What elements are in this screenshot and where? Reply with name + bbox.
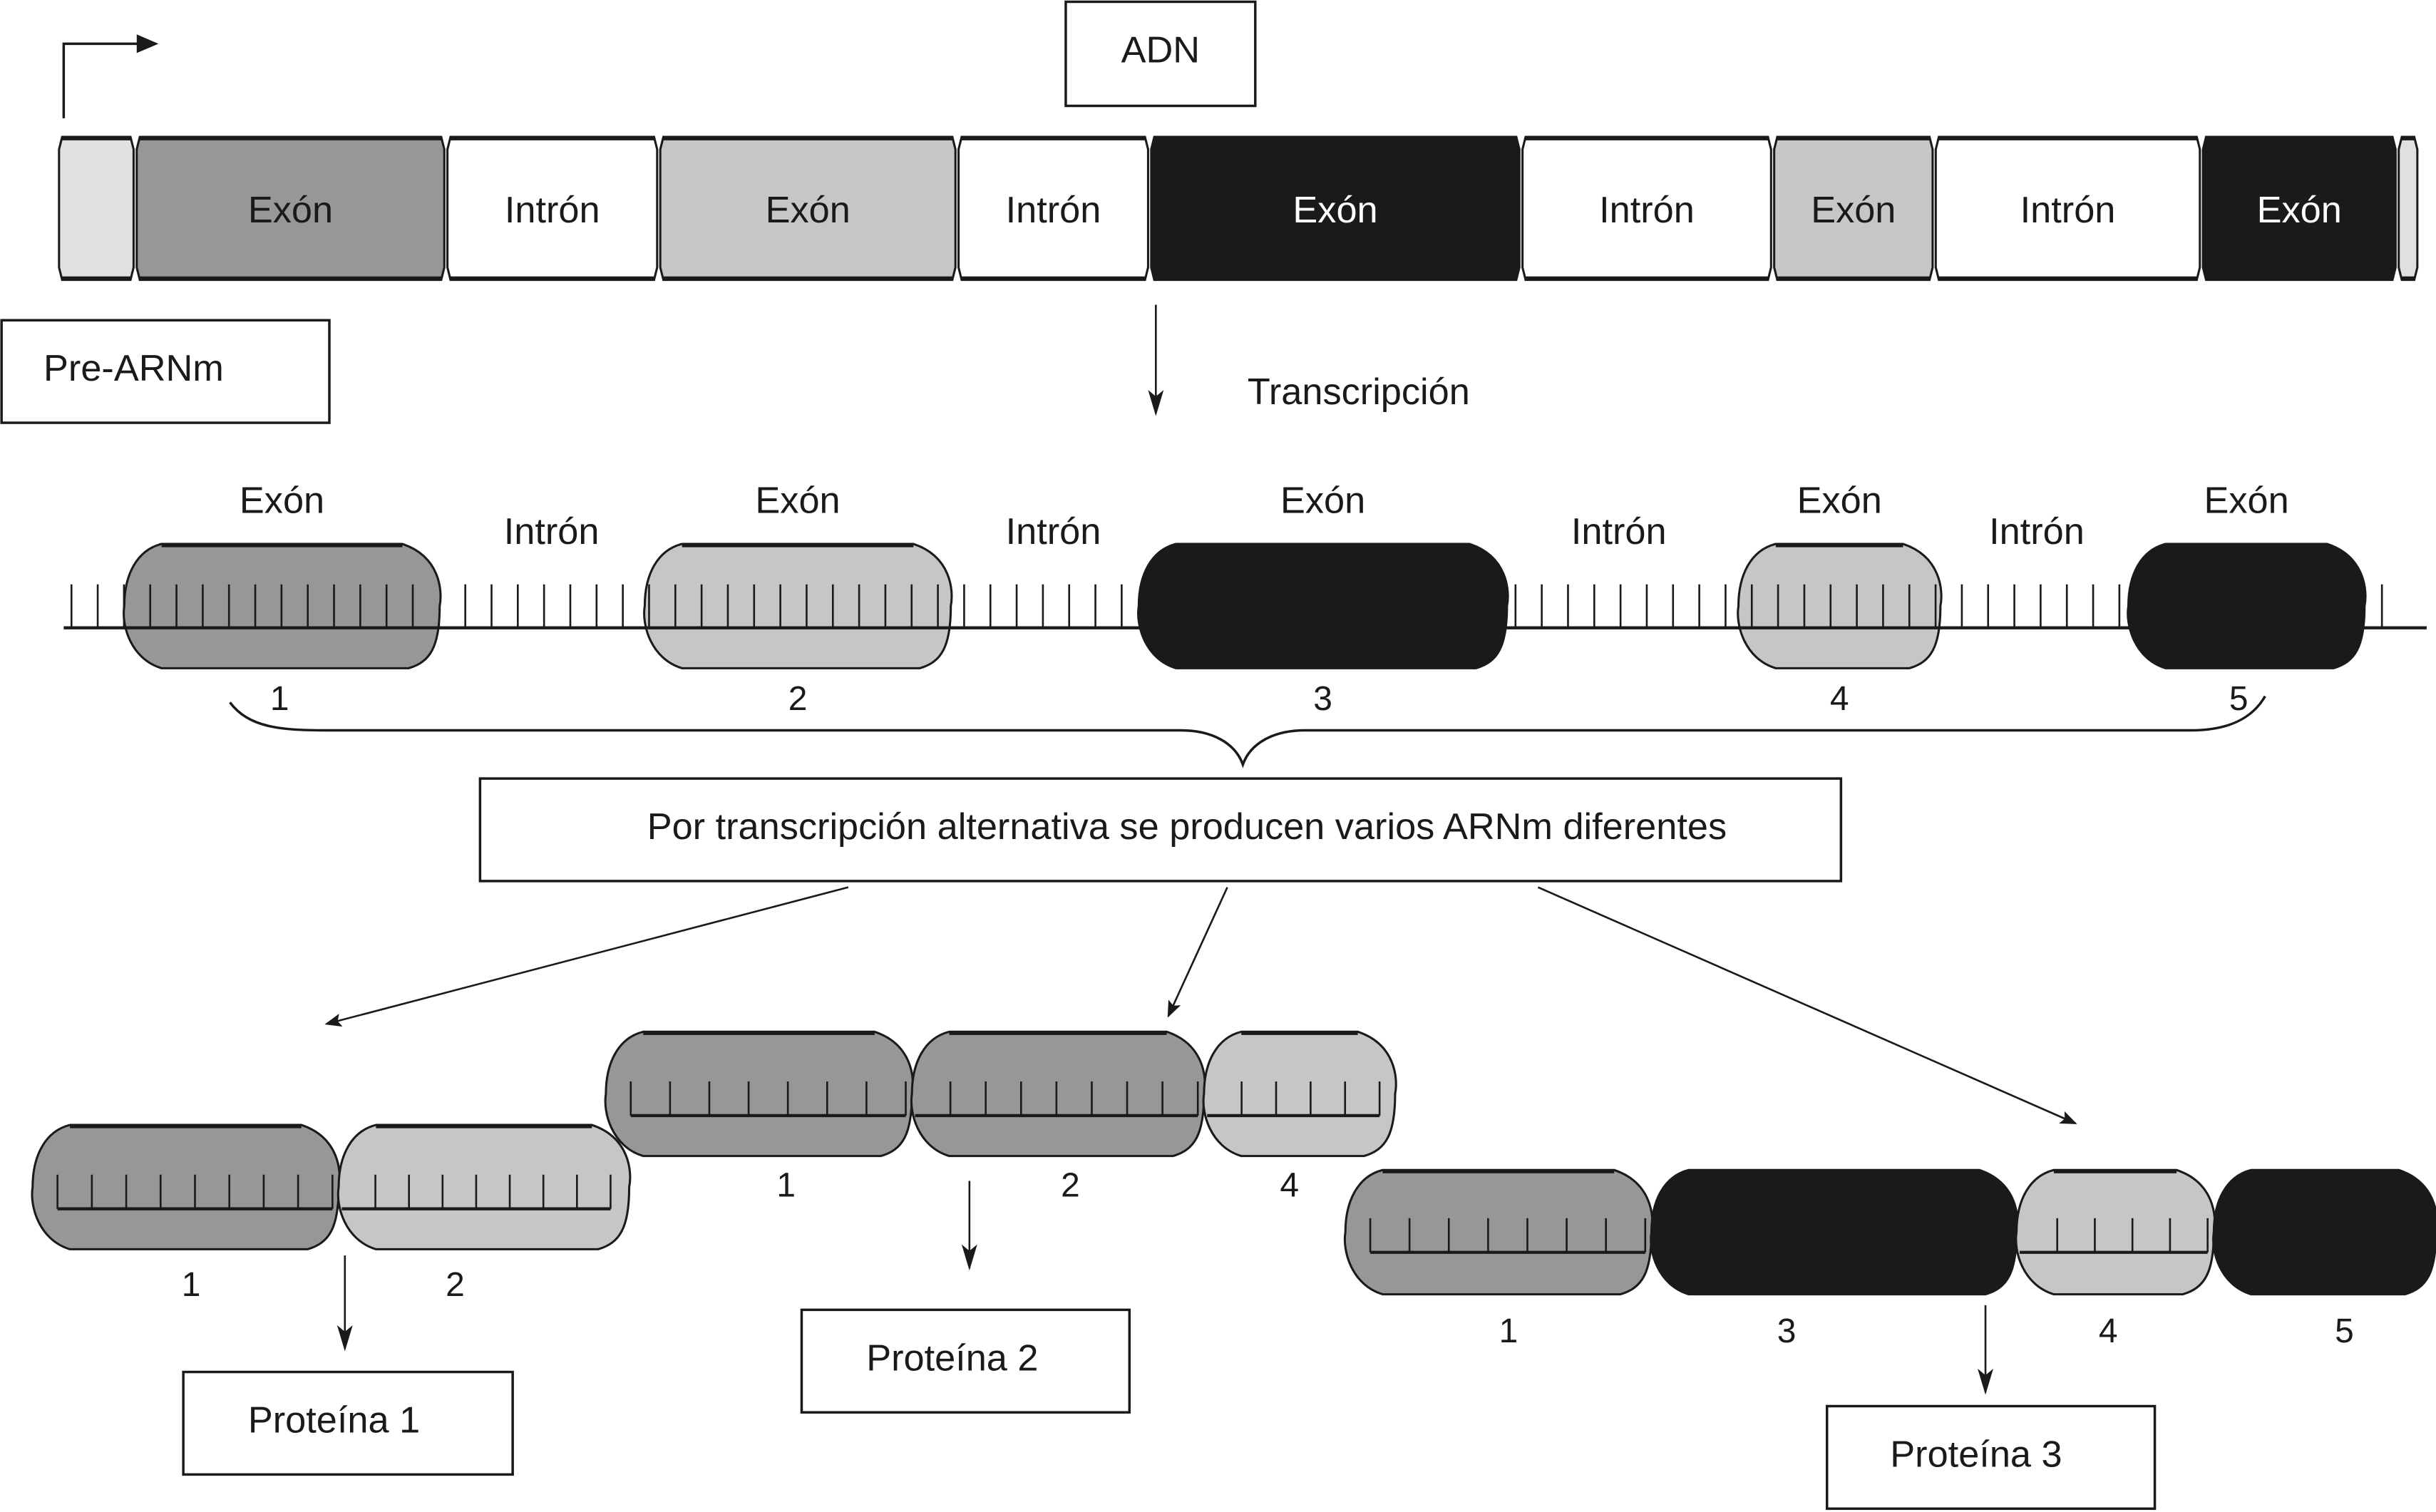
dna-segment-label: Intrón <box>2020 190 2116 231</box>
mrna-exon: 2 <box>910 1030 1206 1204</box>
mrna-exon: 2 <box>336 1123 632 1304</box>
protein-1-box: Proteína 1 <box>182 1370 514 1476</box>
pre-mrna-exon-label: Exón <box>2204 480 2289 521</box>
mrna-exon-number: 2 <box>1061 1166 1080 1204</box>
dna-utr-segment <box>2398 135 2419 282</box>
mrna-3: 1 3 4 5 <box>1343 1168 2436 1350</box>
pre-mrna-exon-number: 4 <box>1830 680 1849 718</box>
pre-mrna-intron-label: Intrón <box>1006 511 1101 552</box>
explanation-box: Por transcripción alternativa se produce… <box>478 777 1843 883</box>
dna-intron-segment: Intrón <box>1521 135 1772 282</box>
pre-mrna-exon-number: 1 <box>270 680 289 718</box>
transcription-label: Transcripción <box>1248 371 1470 413</box>
protein-2-box: Proteína 2 <box>800 1308 1131 1414</box>
explanation-text: Por transcripción alternativa se produce… <box>647 806 1727 848</box>
protein-2-label: Proteína 2 <box>866 1337 1038 1379</box>
dna-segment-label: Exón <box>1811 190 1896 231</box>
pre-mrna-exon: Exón 3 <box>1137 480 1509 718</box>
dna-exon-segment: Exón <box>135 135 446 282</box>
pre-mrna-intron-label: Intrón <box>1571 511 1667 552</box>
pre-mrna-exon-number: 3 <box>1313 680 1332 718</box>
pre-arnm-label: Pre-ARNm <box>43 348 224 389</box>
grouping-brace <box>229 695 2266 768</box>
protein-3-box: Proteína 3 <box>1826 1404 2157 1511</box>
dna-segment-label: Intrón <box>1006 190 1101 231</box>
dna-segment-label: Exón <box>2257 190 2342 231</box>
dna-segment-label: Intrón <box>505 190 600 231</box>
mrna-exon-number: 4 <box>2099 1312 2118 1350</box>
pre-mrna-exon: Exón 1 <box>123 480 442 718</box>
mrna-exon-number: 1 <box>1499 1312 1518 1350</box>
pre-mrna-exon-label: Exón <box>1280 480 1365 521</box>
promoter-arrow-icon <box>62 34 159 118</box>
arrow-to-mrna-1-icon <box>324 886 849 1027</box>
pre-arnm-label-box: Pre-ARNm <box>0 319 331 424</box>
pre-mrna-exon: Exón 4 <box>1737 480 1943 718</box>
pre-mrna-exon: Exón 5 <box>2127 480 2367 718</box>
mrna-exon: 5 <box>2212 1168 2436 1350</box>
arrow-to-mrna-2-icon <box>1167 887 1228 1018</box>
dna-intron-segment: Intrón <box>1934 135 2201 282</box>
mrna-exon-number: 1 <box>776 1166 796 1204</box>
pre-mrna-exon: Exón 2 <box>643 480 953 718</box>
mrna-exon-number: 2 <box>446 1266 465 1304</box>
mrna-exon: 4 <box>1202 1030 1397 1204</box>
mrna-exon: 1 <box>31 1123 341 1304</box>
mrna-exon-number: 1 <box>182 1266 201 1304</box>
mrna-exon: 4 <box>2015 1168 2216 1350</box>
mrna-exon-number: 3 <box>1777 1312 1797 1350</box>
pre-mrna-exon-number: 5 <box>2229 680 2249 718</box>
protein-1-label: Proteína 1 <box>248 1400 420 1441</box>
dna-segment-label: Intrón <box>1599 190 1695 231</box>
dna-intron-segment: Intrón <box>446 135 659 282</box>
mrna-exon: 1 <box>604 1030 914 1204</box>
pre-mrna-strand: Exón 1 Exón 2 Exón 3 Exón 4 Exón 5 Intrón Intrón Int… <box>63 480 2427 718</box>
mrna-exon: 1 <box>1343 1168 1654 1350</box>
arrow-to-mrna-3-icon <box>1537 886 2077 1125</box>
adn-label: ADN <box>1121 29 1200 71</box>
dna-intron-segment: Intrón <box>957 135 1149 282</box>
pre-mrna-exon-label: Exón <box>240 480 324 521</box>
mrna-exon: 3 <box>1650 1168 2019 1350</box>
pre-mrna-intron-label: Intrón <box>504 511 600 552</box>
dna-bar: Exón Intrón Exón Intrón Exón Intrón Exón Intrón… <box>58 135 2419 282</box>
pre-mrna-intron-label: Intrón <box>1989 511 2085 552</box>
protein-3-label: Proteína 3 <box>1890 1434 2062 1475</box>
mrna-2: 1 2 4 <box>604 1030 1397 1204</box>
dna-exon-segment: Exón <box>1150 135 1521 282</box>
dna-segment-label: Exón <box>766 190 850 231</box>
adn-label-box: ADN <box>1064 0 1257 108</box>
pre-mrna-exon-label: Exón <box>1797 480 1882 521</box>
dna-exon-segment: Exón <box>1773 135 1934 282</box>
dna-segment-label: Exón <box>248 190 333 231</box>
mrna-exon-number: 5 <box>2335 1312 2354 1350</box>
pre-mrna-exon-number: 2 <box>788 680 808 718</box>
pre-mrna-exon-label: Exón <box>755 480 840 521</box>
dna-segment-label: Exón <box>1292 190 1377 231</box>
dna-exon-segment: Exón <box>659 135 957 282</box>
dna-exon-segment: Exón <box>2201 135 2397 282</box>
dna-utr-segment <box>58 135 135 282</box>
mrna-exon-number: 4 <box>1280 1166 1299 1204</box>
